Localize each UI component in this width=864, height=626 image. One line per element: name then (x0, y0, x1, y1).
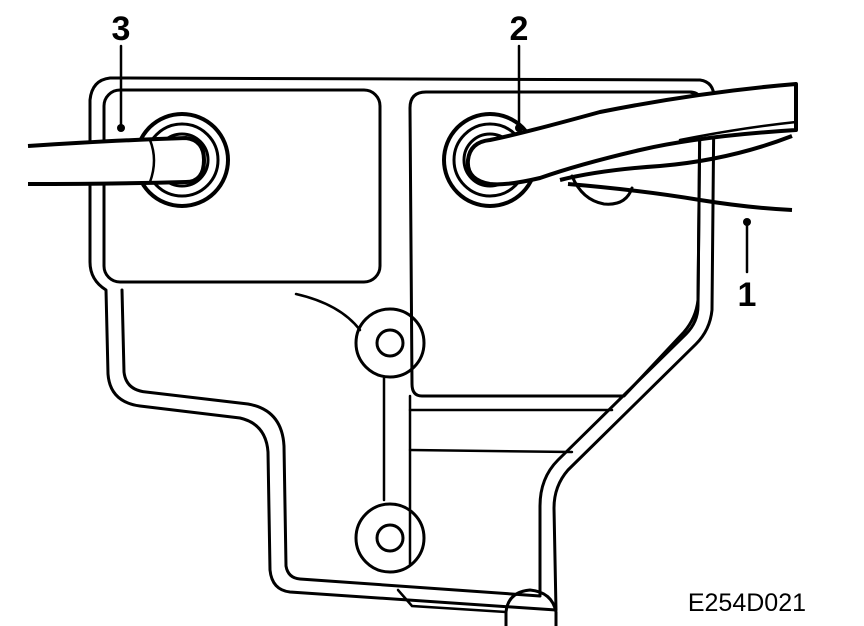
cross-rib-lower (408, 448, 574, 454)
cable-1 (559, 134, 793, 182)
left-diagonal-rib (294, 292, 362, 332)
callout-1: 1 (738, 276, 757, 314)
cable-3 (27, 136, 206, 186)
cable-2-strand (678, 120, 798, 142)
callout-3: 3 (112, 10, 131, 48)
mount-hole-upper-outer (354, 307, 426, 379)
cable-3-end (148, 138, 156, 184)
bottom-tab (504, 588, 558, 626)
leader-dot-1 (743, 218, 751, 226)
figure-code: E254D021 (688, 589, 806, 617)
bracket-outline (88, 76, 716, 612)
mount-hole-lower-outer (354, 502, 426, 574)
mount-hole-upper-inner (375, 328, 405, 358)
cable-2 (465, 82, 798, 187)
bottom-seam (396, 588, 508, 614)
callout-2: 2 (510, 10, 529, 48)
cable-1-lower (567, 182, 793, 212)
left-window (102, 88, 382, 284)
leader-dot-2 (515, 124, 523, 132)
mount-hole-lower-inner (375, 523, 405, 553)
rear-stud (570, 174, 634, 206)
leader-dot-3 (117, 124, 125, 132)
